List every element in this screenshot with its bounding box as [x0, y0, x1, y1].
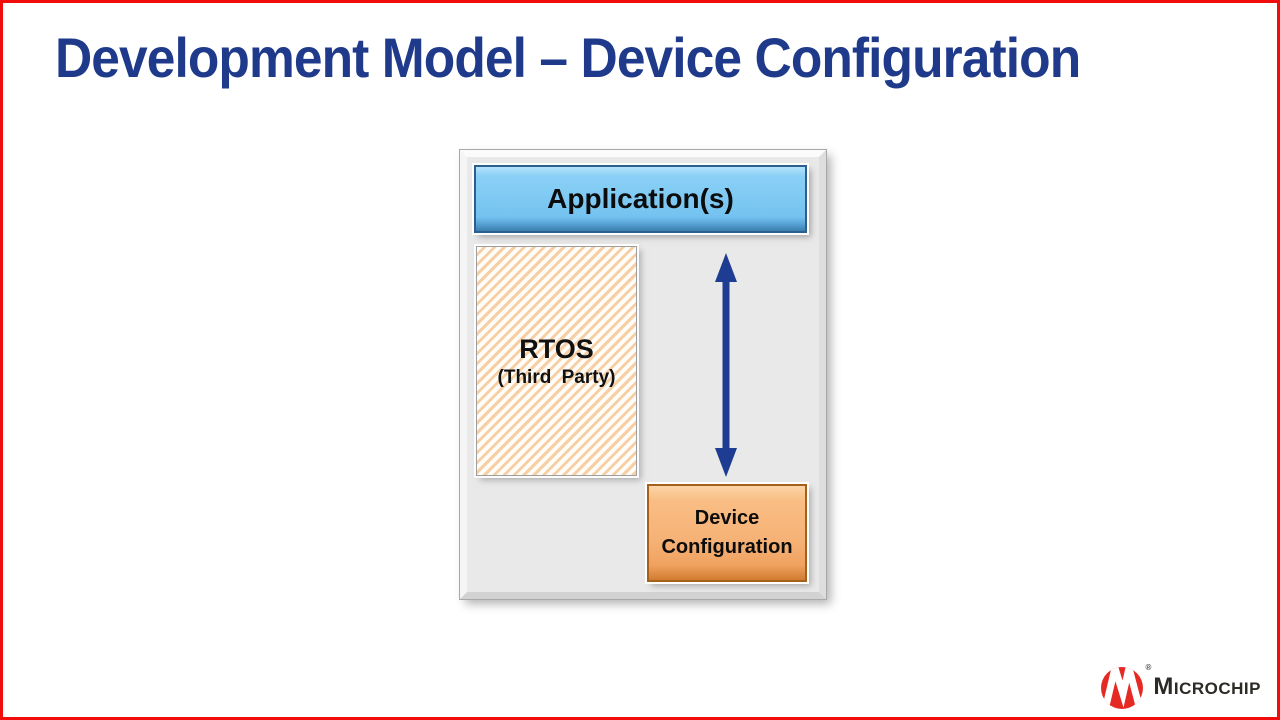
rtos-label: RTOS — [519, 333, 594, 364]
brand-wordmark: Microchip — [1153, 673, 1261, 700]
device-configuration-box: Device Configuration — [647, 484, 807, 582]
rtos-box: RTOS (Third Party) — [476, 246, 637, 476]
device-container-box: Application(s) RTOS (Third Party) Device… — [459, 149, 827, 600]
slide-title: Development Model – Device Configuration — [55, 26, 1081, 89]
application-box: Application(s) — [474, 165, 807, 233]
device-configuration-label: Device Configuration — [661, 507, 793, 558]
application-label: Application(s) — [547, 183, 734, 214]
registered-mark: ® — [1145, 663, 1152, 672]
microchip-logo-icon: ® — [1098, 663, 1152, 710]
brand-footer: ® Microchip — [1098, 663, 1261, 710]
double-arrow-icon — [704, 252, 748, 478]
rtos-sublabel: (Third Party) — [497, 366, 616, 388]
